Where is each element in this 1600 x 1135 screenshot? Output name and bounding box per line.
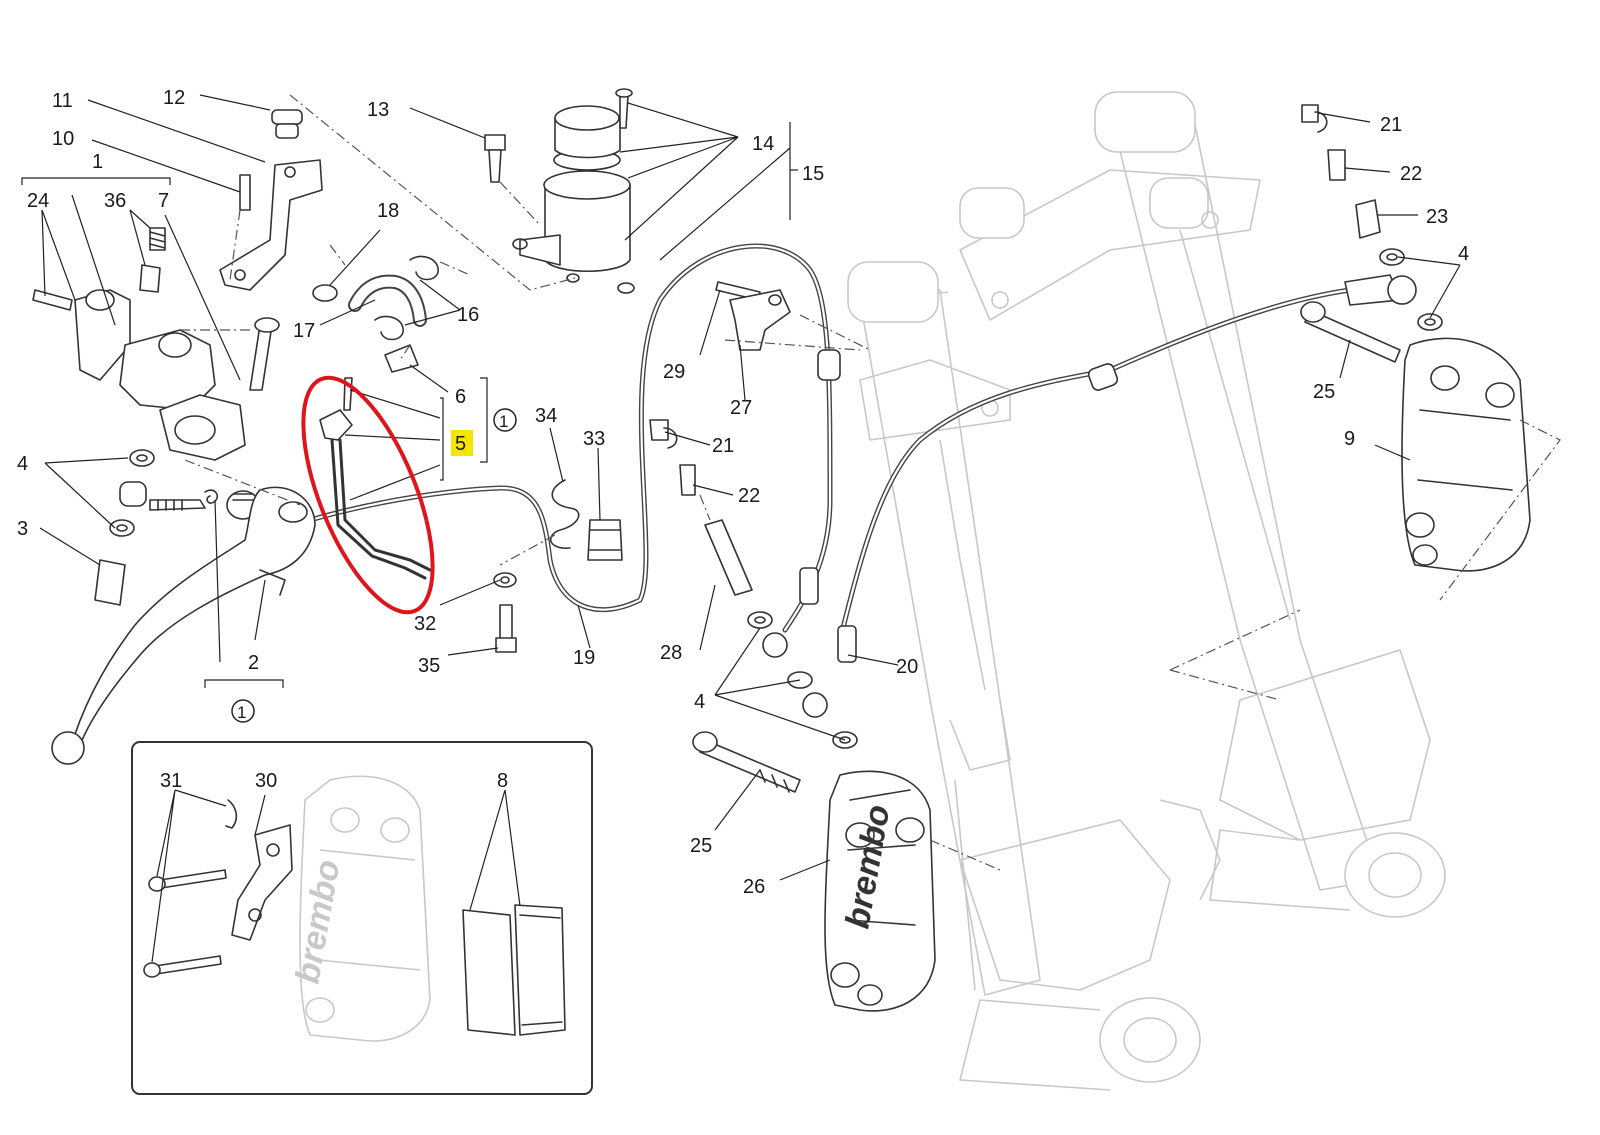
callout-14: 14	[752, 133, 774, 155]
callout-15: 15	[802, 163, 824, 185]
right-brake-caliper	[1300, 104, 1531, 572]
callout-36: 36	[104, 190, 126, 212]
callout-2: 2	[248, 652, 259, 674]
alignment-lines	[180, 94, 1561, 871]
front-fork-ghost	[847, 91, 1446, 1091]
misc-parts	[493, 281, 858, 749]
kit-marker-circle-upper	[493, 408, 517, 432]
callout-8: 8	[497, 770, 508, 792]
callout-7: 7	[158, 190, 169, 212]
callout-22-center: 22	[738, 485, 760, 507]
callout-27: 27	[730, 397, 752, 419]
callout-20: 20	[896, 656, 918, 678]
brake-hoses	[307, 243, 1417, 718]
callout-31: 31	[160, 770, 182, 792]
callout-19: 19	[573, 647, 595, 669]
callout-33: 33	[583, 428, 605, 450]
callout-16: 16	[457, 304, 479, 326]
callout-25-right: 25	[1313, 381, 1335, 403]
callout-24: 24	[27, 190, 49, 212]
callout-6: 6	[455, 386, 466, 408]
callout-4-right: 4	[1458, 243, 1469, 265]
left-brake-caliper: brembo	[692, 731, 936, 1012]
callout-25-left: 25	[690, 835, 712, 857]
callout-3: 3	[17, 518, 28, 540]
highlight-circle	[301, 375, 435, 615]
callout-35: 35	[418, 655, 440, 677]
callout-30: 30	[255, 770, 277, 792]
callout-23: 23	[1426, 206, 1448, 228]
callout-4-center: 4	[694, 691, 705, 713]
callout-11: 11	[52, 90, 73, 112]
callout-32: 32	[414, 613, 436, 635]
master-cylinder-assembly	[32, 88, 635, 765]
kit-marker-lower: 1	[237, 703, 246, 722]
callout-5: 5	[455, 433, 466, 455]
callout-10: 10	[52, 128, 74, 150]
callout-9: 9	[1344, 428, 1355, 450]
leader-lines	[21, 94, 1461, 963]
callout-1: 1	[92, 151, 103, 173]
callout-34: 34	[535, 405, 557, 427]
callout-13: 13	[367, 99, 389, 121]
callout-4-left: 4	[17, 453, 28, 475]
callout-26: 26	[743, 876, 765, 898]
callout-22-right: 22	[1400, 163, 1422, 185]
callout-29: 29	[663, 361, 685, 383]
callout-17: 17	[293, 320, 315, 342]
callout-12: 12	[163, 87, 185, 109]
kit-marker-upper: 1	[499, 412, 508, 431]
callout-5-highlight	[451, 430, 473, 456]
kit-marker-circle-lower	[231, 699, 255, 723]
inset-pad-kit: brembo	[131, 741, 593, 1095]
callout-21-right: 21	[1380, 114, 1402, 136]
callout-labels: 11 12 13 14 15 10 1 24 36 7 18 17 16 6 5…	[17, 87, 1469, 898]
callout-28: 28	[660, 642, 682, 664]
callout-18: 18	[377, 200, 399, 222]
callout-21-center: 21	[712, 435, 734, 457]
